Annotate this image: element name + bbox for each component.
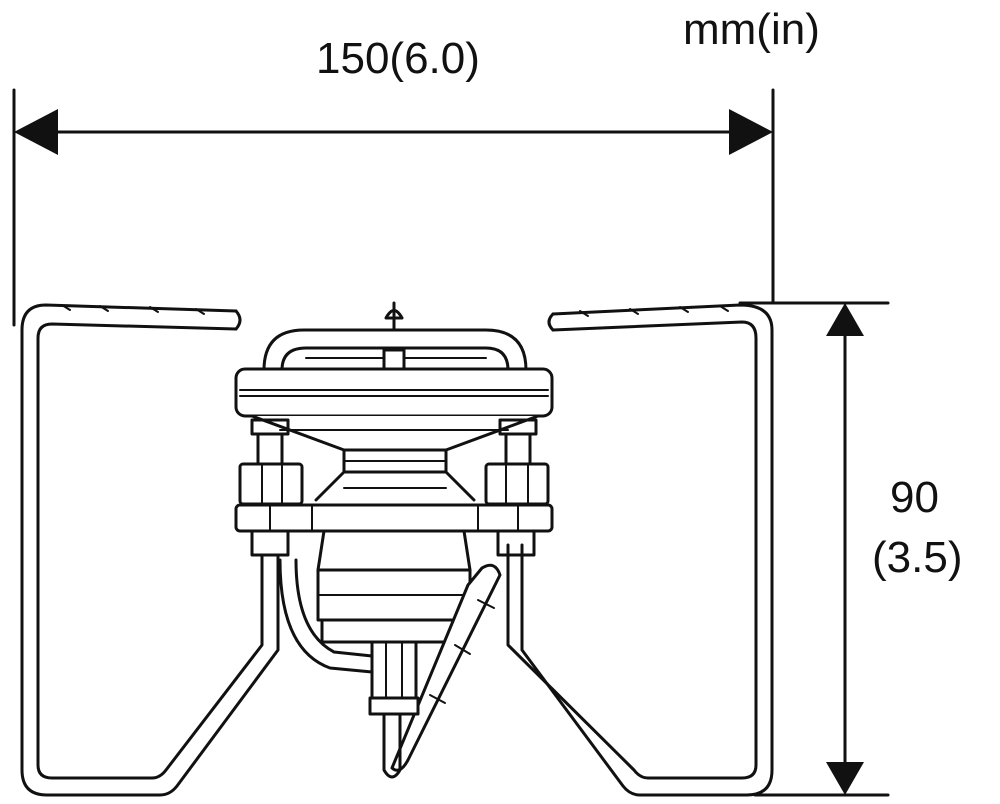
burner-head — [234, 301, 554, 452]
width-dimension-line — [12, 88, 775, 327]
left-support-leg — [20, 303, 280, 797]
fuel-line-and-base — [278, 558, 502, 779]
height-dimension-imperial-label: (3.5) — [872, 533, 963, 582]
left-bolt — [238, 418, 304, 557]
right-support-leg — [506, 303, 774, 797]
units-label: mm(in) — [683, 5, 820, 54]
height-dimension-metric-label: 90 — [890, 473, 939, 522]
width-dimension-label: 150(6.0) — [316, 34, 480, 83]
right-bolt — [484, 418, 550, 557]
valve-body — [234, 448, 554, 644]
height-dimension-line — [738, 301, 890, 797]
